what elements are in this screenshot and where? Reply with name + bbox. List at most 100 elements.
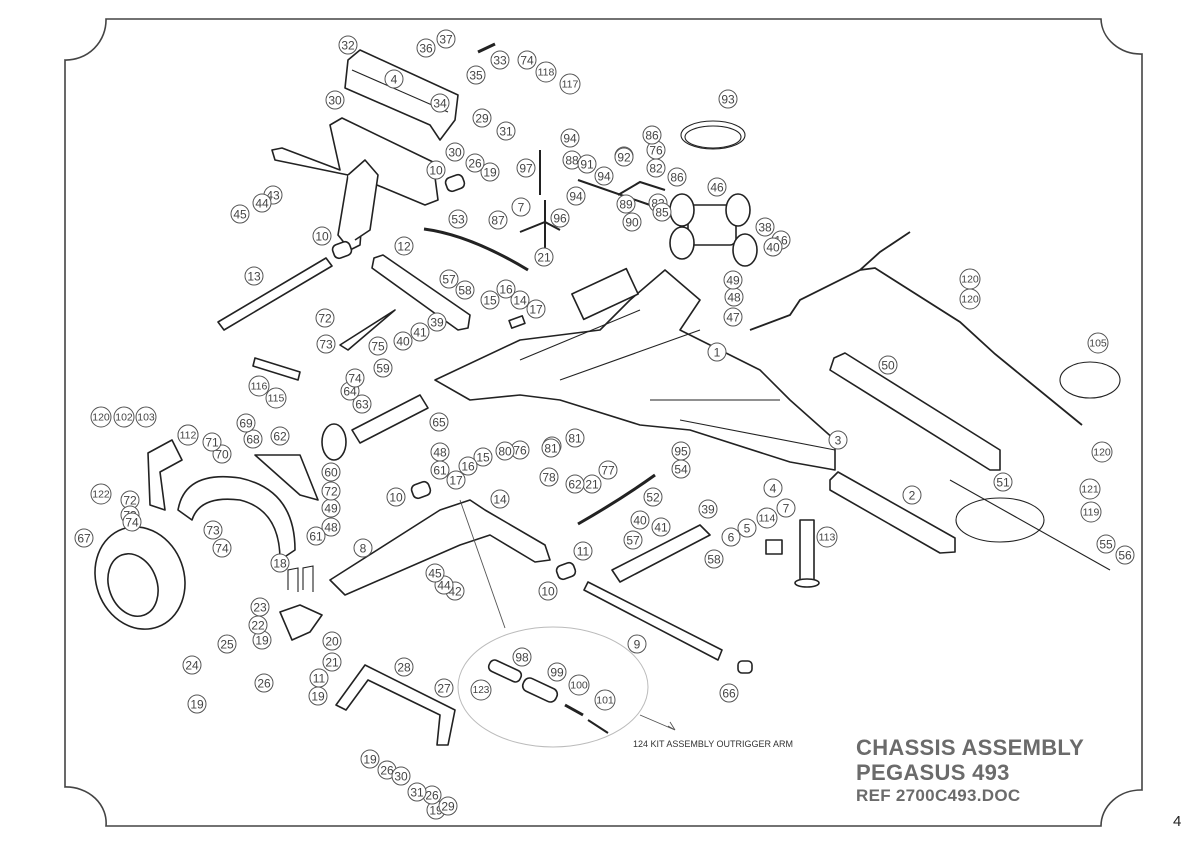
- wiring-harness-part: [749, 231, 1083, 426]
- callout-61: 61: [430, 460, 450, 480]
- callout-21: 21: [534, 247, 554, 267]
- callout-92: 92: [614, 147, 634, 167]
- callout-label: 105: [1089, 338, 1107, 350]
- callout-41: 41: [651, 517, 671, 537]
- callout-circle: [236, 413, 256, 433]
- callout-89: 89: [616, 194, 636, 214]
- callout-57: 57: [623, 530, 643, 550]
- callout-circle: [559, 73, 581, 95]
- callout-label: 18: [273, 557, 287, 571]
- callout-circle: [627, 634, 647, 654]
- callout-circle: [517, 50, 537, 70]
- callout-label: 5: [744, 522, 751, 536]
- callout-13: 13: [244, 266, 264, 286]
- callout-circle: [719, 683, 739, 703]
- callout-circle: [526, 299, 546, 319]
- bracket-part: [147, 439, 183, 511]
- callout-40: 40: [393, 331, 413, 351]
- callout-label: 67: [77, 532, 91, 546]
- callout-label: 77: [601, 464, 615, 478]
- callout-circle: [472, 108, 492, 128]
- callout-48: 48: [724, 287, 744, 307]
- callout-label: 12: [397, 240, 411, 254]
- callout-label: 53: [451, 213, 465, 227]
- callout-40: 40: [763, 237, 783, 257]
- jack-bracket-part: [765, 539, 783, 555]
- callout-30: 30: [391, 766, 411, 786]
- callout-15: 15: [480, 290, 500, 310]
- callout-16: 16: [458, 456, 478, 476]
- callout-circle: [718, 89, 738, 109]
- callout-circle: [667, 167, 687, 187]
- callout-label: 86: [670, 171, 684, 185]
- callout-102: 102: [113, 406, 135, 428]
- callout-label: 48: [324, 521, 338, 535]
- callout-circle: [465, 153, 485, 173]
- callout-label: 115: [268, 393, 285, 405]
- callout-label: 29: [475, 112, 489, 126]
- callout-circle: [384, 69, 404, 89]
- callout-circle: [202, 432, 222, 452]
- callout-label: 81: [568, 432, 582, 446]
- callout-circle: [436, 29, 456, 49]
- mudguard-part: [177, 475, 296, 561]
- callout-label: 119: [1083, 507, 1100, 519]
- callout-circle: [652, 202, 672, 222]
- cradle-part: [344, 49, 459, 141]
- callout-label: 120: [961, 274, 979, 286]
- callout-circle: [252, 193, 272, 213]
- callout-circle: [391, 766, 411, 786]
- callout-39: 39: [427, 312, 447, 332]
- callout-label: 94: [563, 132, 577, 146]
- callout-74: 74: [122, 512, 142, 532]
- callout-65: 65: [429, 412, 449, 432]
- callout-14: 14: [510, 290, 530, 310]
- callout-19: 19: [187, 694, 207, 714]
- callout-circle: [496, 279, 516, 299]
- callout-7: 7: [776, 498, 796, 518]
- callout-label: 81: [544, 442, 558, 456]
- callout-circle: [322, 631, 342, 651]
- callout-17: 17: [526, 299, 546, 319]
- shield-part: [254, 454, 319, 501]
- callout-label: 95: [674, 445, 688, 459]
- callout-82: 82: [646, 158, 666, 178]
- mount-plate-part: [279, 604, 323, 641]
- callout-label: 29: [441, 800, 455, 814]
- callout-label: 40: [633, 514, 647, 528]
- callout-circle: [254, 673, 274, 693]
- callout-36: 36: [416, 38, 436, 58]
- callout-20: 20: [322, 631, 342, 651]
- callout-label: 28: [397, 661, 411, 675]
- callout-circle: [345, 368, 365, 388]
- callout-label: 49: [324, 502, 338, 516]
- callout-41: 41: [410, 322, 430, 342]
- callout-120: 120: [959, 288, 981, 310]
- callout-55: 55: [1096, 534, 1116, 554]
- page-number: 4: [1173, 813, 1182, 830]
- callout-94: 94: [594, 166, 614, 186]
- callout-label: 19: [363, 753, 377, 767]
- callout-label: 120: [961, 294, 979, 306]
- callout-circle: [265, 387, 287, 409]
- callout-label: 122: [92, 489, 110, 501]
- callout-label: 33: [493, 54, 507, 68]
- callout-label: 61: [309, 530, 323, 544]
- callout-circle: [1096, 534, 1116, 554]
- callout-103: 103: [135, 406, 157, 428]
- callout-circle: [90, 406, 112, 428]
- callout-118: 118: [535, 61, 557, 83]
- callout-117: 117: [559, 73, 581, 95]
- callout-circle: [704, 549, 724, 569]
- callout-circle: [416, 38, 436, 58]
- callout-circle: [550, 208, 570, 228]
- callout-label: 4: [770, 482, 777, 496]
- callout-circle: [394, 657, 414, 677]
- callout-label: 76: [513, 444, 527, 458]
- callout-circle: [698, 499, 718, 519]
- callout-label: 103: [137, 412, 155, 424]
- bushing-part: [444, 173, 466, 193]
- kit-bush-part: [487, 659, 523, 683]
- callout-6: 6: [721, 527, 741, 547]
- callout-label: 41: [413, 326, 427, 340]
